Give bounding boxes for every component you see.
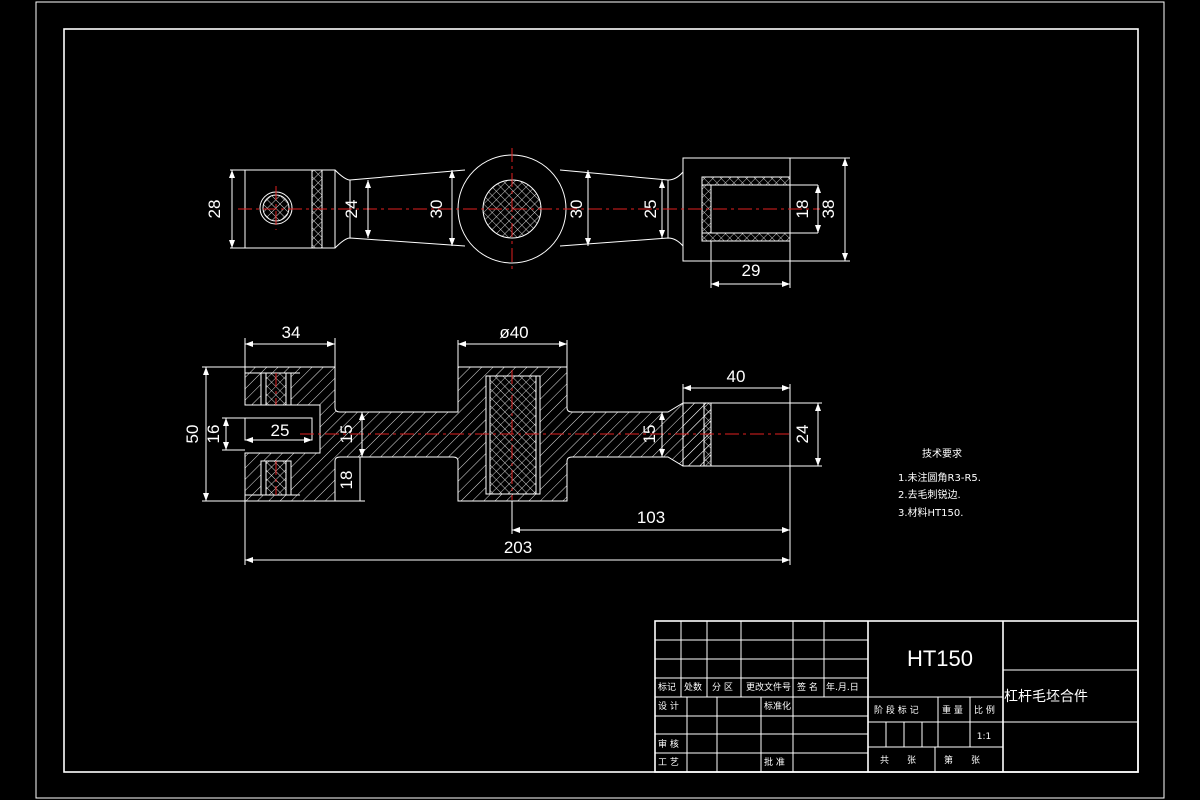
tb-process: 工 艺 (658, 757, 679, 768)
tb-date: 年.月.日 (826, 681, 859, 693)
note-1: 1.未注圆角R3-R5. (898, 471, 981, 484)
tb-doc-no: 更改文件号 (746, 681, 791, 693)
title-block: HT150 杠杆毛坯合件 1:1 标记 处数 分 区 更改文件号 签 名 年.月… (654, 620, 1139, 773)
tb-stage: 阶 段 标 记 (874, 704, 919, 716)
outer-frame (35, 1, 1165, 799)
material-label: HT150 (907, 646, 973, 671)
tb-mark: 标记 (658, 681, 676, 693)
dim-30-left: 30 (427, 200, 446, 219)
dim-18-front: 18 (337, 471, 356, 490)
note-3: 3.材料HT150. (898, 506, 963, 519)
dim-25: 25 (641, 200, 660, 219)
dim-29: 29 (742, 261, 761, 280)
inner-frame (63, 28, 1139, 773)
dim-15-left: 15 (337, 425, 356, 444)
dim-34: 34 (282, 323, 301, 342)
tb-sign: 签 名 (797, 681, 818, 693)
tb-scale: 比 例 (974, 704, 995, 716)
technical-notes: 技术要求 1.未注圆角R3-R5. 2.去毛刺锐边. 3.材料HT150. (898, 447, 981, 519)
tb-sheets: 共 张 (880, 755, 916, 766)
scale-value: 1:1 (977, 732, 991, 742)
tb-approve: 批 准 (764, 756, 785, 768)
top-view: 28 24 30 30 25 18 38 29 (205, 148, 850, 288)
tb-count: 处数 (684, 681, 702, 693)
notes-title: 技术要求 (922, 447, 962, 460)
front-view: 34 ø40 40 50 16 25 15 15 18 24 103 203 (183, 323, 822, 565)
dim-203: 203 (504, 538, 532, 557)
dim-25-front: 25 (271, 421, 290, 440)
dim-18: 18 (793, 200, 812, 219)
dim-50: 50 (183, 425, 202, 444)
dim-40: 40 (727, 367, 746, 386)
dim-30-right: 30 (567, 200, 586, 219)
tb-sheet: 第 张 (944, 754, 980, 766)
dim-38: 38 (819, 200, 838, 219)
dim-103: 103 (637, 508, 665, 527)
tb-check: 审 核 (658, 738, 679, 750)
tb-standardize: 标准化 (764, 700, 791, 712)
note-2: 2.去毛刺锐边. (898, 488, 961, 501)
dim-28: 28 (205, 200, 224, 219)
dim-24: 24 (342, 200, 361, 219)
dim-15-right: 15 (640, 425, 659, 444)
dim-24-front: 24 (793, 425, 812, 444)
tb-design: 设 计 (658, 700, 679, 712)
dim-dia-40: ø40 (499, 323, 528, 342)
tb-weight: 重 量 (942, 704, 963, 716)
part-name: 杠杆毛坯合件 (1004, 689, 1088, 705)
dim-16: 16 (204, 425, 223, 444)
tb-zone: 分 区 (712, 682, 733, 693)
